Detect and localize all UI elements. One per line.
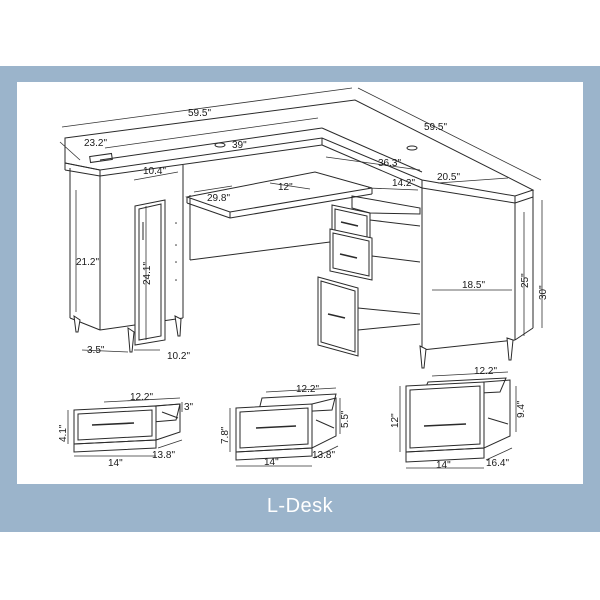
dim-shelf-width: 10.4" [143,166,166,177]
drawer-detail-medium: 12.2" 7.8" 5.5" 14" 13.8" [220,384,351,468]
d1-height: 3" [184,402,194,413]
back-panel [189,195,331,261]
main-labels: 59.5" 59.5" 23.2" 39" 10.4" 36.3" 20.5" … [76,108,549,362]
d2-width: 12.2" [296,384,319,395]
dim-top-right: 59.5" [424,122,447,133]
grommet-left-icon [214,142,226,148]
dim-inner-width: 18.5" [462,280,485,291]
d1-front: 14" [108,458,123,469]
d1-depth: 13.8" [152,450,175,461]
left-pedestal [69,165,184,353]
dim-right-depth: 20.5" [437,172,460,183]
dim-keyboard-tray: 29.8" [207,193,230,204]
d2-depth: 13.8" [312,450,335,461]
d2-height: 5.5" [340,410,351,428]
dim-top-left: 59.5" [188,108,211,119]
d3-depth: 16.4" [486,458,509,469]
dim-total-height: 30" [538,285,549,300]
d1-side: 4.1" [58,424,69,442]
power-strip-icon [89,152,113,164]
right-pedestal [317,188,534,369]
caption: L-Desk [266,495,334,517]
d3-front: 14" [436,460,451,471]
dim-drawer-width-top: 14.2" [392,178,415,189]
d2-side: 7.8" [220,426,231,444]
desk-top [64,99,535,204]
d3-height: 9.4" [516,400,527,418]
dim-right-span: 36.3" [378,158,401,169]
main-dimensions [59,87,543,353]
d3-width: 12.2" [474,366,497,377]
d2-front: 14" [264,457,279,468]
dim-cabinet-height: 24.1" [142,262,153,285]
d3-side: 12" [390,413,401,428]
drawer-detail-file: 12.2" 12" 9.4" 14" 16.4" [390,366,527,471]
dim-knee-height: 25" [520,273,531,288]
dim-leg-offset: 3.5" [87,345,105,356]
grommet-right-icon [406,145,418,151]
d1-width: 12.2" [130,392,153,403]
dim-side-depth: 23.2" [84,138,107,149]
drawer-detail-small: 12.2" 3" 4.1" 14" 13.8" [58,392,194,469]
dim-grommet-span: 39" [232,140,247,151]
dim-side-height: 21.2" [76,257,99,268]
dim-keyboard-depth: 12" [278,182,293,193]
dim-cabinet-depth: 10.2" [167,351,190,362]
